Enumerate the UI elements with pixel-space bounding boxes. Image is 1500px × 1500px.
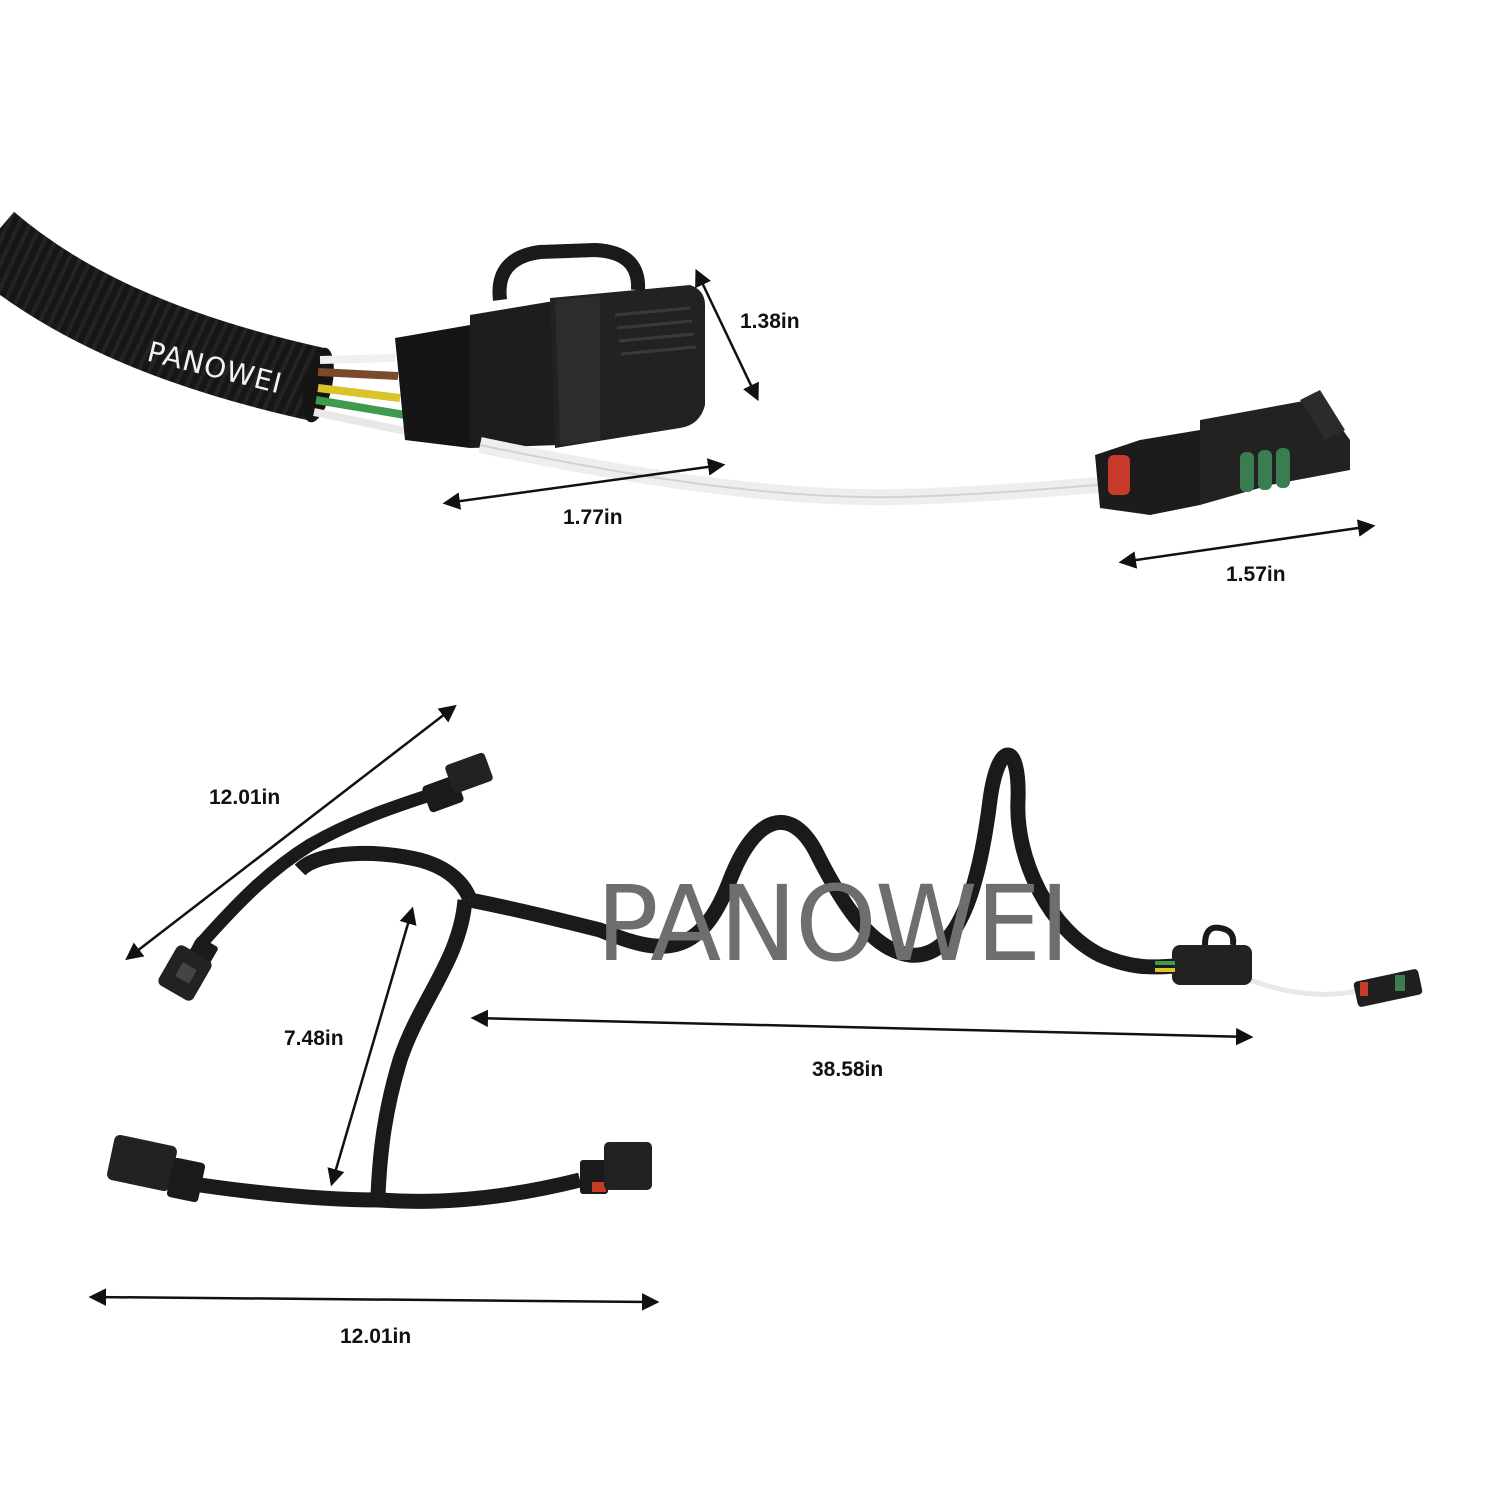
harness-weatherpack-plug bbox=[1353, 969, 1423, 1007]
center-drop-loom bbox=[370, 899, 473, 1196]
label-upper-branch: 12.01in bbox=[209, 786, 281, 809]
label-connector-height: 1.38in bbox=[740, 310, 800, 333]
upper-branch-loom bbox=[193, 788, 437, 952]
label-main-run: 38.58in bbox=[812, 1058, 884, 1081]
detail-view bbox=[0, 211, 1376, 569]
flat-4-connector bbox=[395, 242, 705, 448]
dimension-arrow-main-run bbox=[470, 1009, 1254, 1046]
dimension-arrow-upper-branch bbox=[125, 704, 457, 961]
junction-loom bbox=[294, 845, 478, 903]
label-lower-branch: 12.01in bbox=[340, 1325, 412, 1348]
lower-branch-loom bbox=[198, 1172, 582, 1209]
dimension-arrow-plug-length bbox=[1118, 519, 1376, 569]
dimension-arrow-lower-branch bbox=[88, 1288, 660, 1311]
harness-flat-4-connector bbox=[1155, 924, 1252, 985]
dimension-arrow-connector-height bbox=[695, 268, 759, 402]
weatherpack-plug bbox=[1095, 390, 1350, 515]
upper-right-connector bbox=[422, 752, 493, 813]
colored-wires bbox=[313, 354, 411, 436]
main-run-loom bbox=[468, 747, 1176, 975]
dimension-arrow-center-drop bbox=[327, 906, 417, 1187]
label-lead-length: 1.77in bbox=[563, 506, 623, 529]
upper-left-connector bbox=[158, 936, 218, 1001]
dimension-arrow-lead-length bbox=[442, 458, 726, 510]
full-harness-view bbox=[88, 704, 1423, 1311]
corrugated-loom bbox=[0, 211, 328, 422]
label-center-drop: 7.48in bbox=[284, 1027, 344, 1050]
brand-watermark-large: PANOWEI bbox=[596, 863, 1070, 985]
label-plug-length: 1.57in bbox=[1226, 563, 1286, 586]
lower-left-connector bbox=[107, 1134, 206, 1203]
white-lead-wire bbox=[478, 437, 1111, 506]
lower-right-connector bbox=[580, 1142, 652, 1194]
